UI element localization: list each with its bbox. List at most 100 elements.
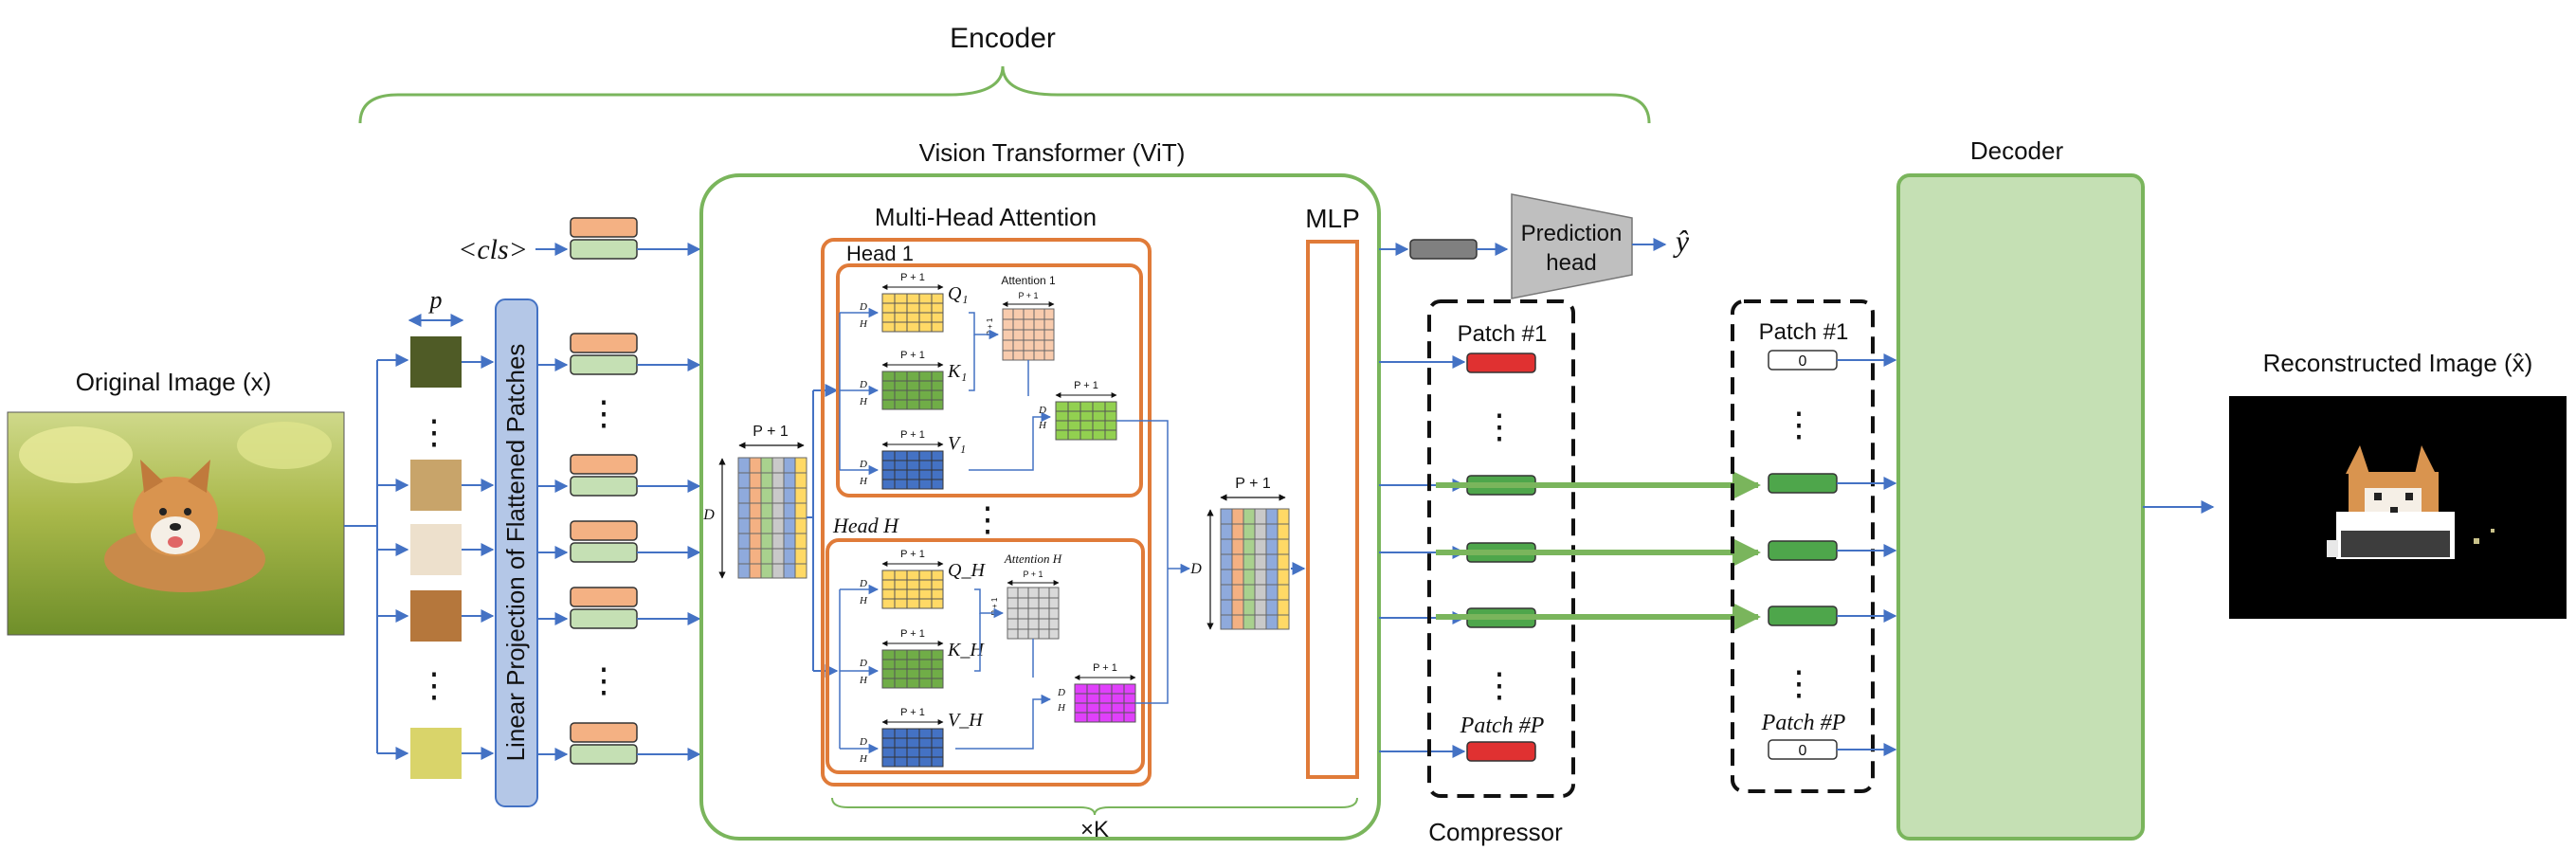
input-matrix-height-label: D xyxy=(702,507,715,523)
vit-box xyxy=(699,173,1381,841)
q1-height-den: H xyxy=(859,318,868,330)
attentionH-matrix xyxy=(1007,587,1060,640)
token-vdots: ⋮ xyxy=(587,393,621,432)
input-to-heads-arrows xyxy=(807,384,839,678)
out1-height-num: D xyxy=(1038,405,1046,416)
compressor-patch-first xyxy=(1466,353,1536,373)
heads-vdots: ⋮ xyxy=(971,499,1005,538)
headH-fan-arrows xyxy=(839,584,880,754)
encoder-title: Encoder xyxy=(950,23,1056,54)
cls-token-label: <cls> xyxy=(458,234,528,265)
vh-height-num: D xyxy=(859,736,867,748)
token-pair-3 xyxy=(570,520,638,563)
cls-output-token xyxy=(1409,239,1478,260)
vit-title: Vision Transformer (ViT) xyxy=(919,138,1186,167)
outH-height-den: H xyxy=(1057,702,1066,714)
prediction-head-label-1: Prediction xyxy=(1521,221,1623,246)
token-pair-4 xyxy=(570,587,638,629)
attention1-label: Attention 1 xyxy=(1001,274,1056,287)
projection-to-token-arrows xyxy=(537,358,569,761)
y-hat-label: ŷ xyxy=(1673,224,1690,258)
prediction-head-label-2: head xyxy=(1546,250,1596,276)
outH-height-num: D xyxy=(1057,687,1065,698)
k1-height-num: D xyxy=(859,379,867,390)
k1-height-den: H xyxy=(859,396,868,407)
repeat-brace xyxy=(831,797,1358,816)
receiver-zero-last: 0 xyxy=(1799,743,1807,759)
compressor-patch-first-label: Patch #1 xyxy=(1458,321,1548,347)
compressor-label: Compressor xyxy=(1428,818,1563,846)
kh-label: K_H xyxy=(947,640,985,660)
q1-width-label: P + 1 xyxy=(900,272,925,283)
reconstructed-image xyxy=(2229,396,2567,619)
q1-label: Q₁ xyxy=(948,283,968,304)
out1-matrix xyxy=(1055,401,1117,441)
qh-label: Q_H xyxy=(948,560,986,581)
receiver-vdots-lower: ⋮ xyxy=(1782,663,1816,702)
receiver-to-decoder-arrows xyxy=(1837,353,1897,756)
concat-matrix-width-label: P + 1 xyxy=(1235,476,1271,492)
kh-matrix xyxy=(881,649,944,689)
qk-to-attentionH-arrows xyxy=(955,588,1052,750)
qh-height-den: H xyxy=(859,595,868,606)
v1-label: V₁ xyxy=(948,433,966,454)
headH-label: Head H xyxy=(832,514,899,537)
prediction-head-box xyxy=(1511,193,1633,299)
mha-box xyxy=(821,238,1152,787)
kh-height-num: D xyxy=(859,658,867,669)
qh-height-num: D xyxy=(859,578,867,589)
out1-height-den: H xyxy=(1038,420,1047,431)
vh-matrix xyxy=(881,728,944,768)
decoder-label: Decoder xyxy=(1970,136,2064,165)
vh-label: V_H xyxy=(948,710,984,731)
attentionH-height-label: P + 1 xyxy=(990,597,999,615)
attention1-height-label: P + 1 xyxy=(986,317,994,335)
token-to-vit-arrows xyxy=(637,243,701,761)
receiver-patch-first-label: Patch #1 xyxy=(1759,319,1849,345)
v1-height-den: H xyxy=(859,476,868,487)
patch-vdots-top: ⋮ xyxy=(417,412,451,451)
reconstructed-label: Reconstructed Image (x̂) xyxy=(2263,349,2533,377)
receiver-patch-last-label: Patch #P xyxy=(1761,711,1846,735)
compressor-patch-last xyxy=(1466,741,1536,762)
image-patches: ⋮ ⋮ xyxy=(410,336,462,779)
k1-matrix xyxy=(881,371,944,410)
token-pair-cls xyxy=(570,217,638,260)
patch-split-arrows xyxy=(344,353,409,760)
qh-matrix xyxy=(881,570,944,609)
patch-tile xyxy=(410,460,462,511)
qh-width-label: P + 1 xyxy=(900,549,925,560)
vh-width-label: P + 1 xyxy=(900,707,925,718)
input-matrix xyxy=(737,457,807,579)
receiver-vdots: ⋮ xyxy=(1782,405,1816,443)
v1-width-label: P + 1 xyxy=(900,429,925,441)
attention1-width-label: P + 1 xyxy=(1018,291,1038,300)
kh-height-den: H xyxy=(859,675,868,686)
v1-matrix xyxy=(881,450,944,490)
vh-height-den: H xyxy=(859,753,868,765)
compressor-vdots: ⋮ xyxy=(1482,407,1516,445)
q1-matrix xyxy=(881,293,944,333)
receiver-token xyxy=(1768,473,1838,494)
token-pair-P xyxy=(570,722,638,765)
patch-tile xyxy=(410,336,462,388)
receiver-box xyxy=(1731,299,1875,793)
receiver-token xyxy=(1768,606,1838,626)
token-pair-1 xyxy=(570,333,638,375)
attention1-matrix xyxy=(1002,308,1055,361)
mha-title: Multi-Head Attention xyxy=(875,203,1097,231)
patch-tile xyxy=(410,524,462,575)
receiver-zero-first: 0 xyxy=(1799,353,1807,370)
head1-fan-arrows xyxy=(839,307,880,476)
out1-width-label: P + 1 xyxy=(1074,380,1098,391)
outH-width-label: P + 1 xyxy=(1093,662,1117,674)
patch-tile xyxy=(410,728,462,779)
k1-width-label: P + 1 xyxy=(900,350,925,361)
patch-vdots-bottom: ⋮ xyxy=(417,665,451,704)
mlp-box xyxy=(1306,240,1359,779)
q1-height-num: D xyxy=(859,301,867,313)
linear-projection-label: Linear Projection of Flattened Patches xyxy=(501,344,530,762)
vit-to-compressor-arrows xyxy=(1379,355,1466,758)
concat-matrix xyxy=(1220,508,1290,630)
